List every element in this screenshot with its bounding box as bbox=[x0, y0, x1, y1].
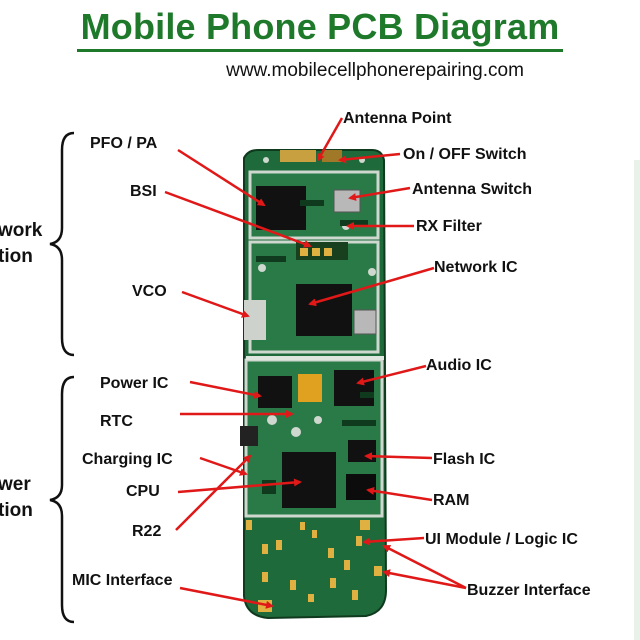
label-power-ic: Power IC bbox=[100, 375, 169, 392]
network-section-bracket bbox=[49, 131, 75, 357]
pointer-arrows bbox=[164, 117, 467, 609]
diagram-title: Mobile Phone PCB Diagram bbox=[76, 6, 564, 52]
antenna-switch-part bbox=[333, 189, 361, 213]
website-url: www.mobilecellphonerepairing.com bbox=[226, 60, 524, 81]
network-section-label-1: work bbox=[0, 220, 43, 241]
label-mic-interface: MIC Interface bbox=[72, 572, 173, 589]
pfo-pa-chip bbox=[256, 186, 306, 230]
label-antenna-point: Antenna Point bbox=[343, 110, 452, 127]
network-section-label-2: tion bbox=[0, 246, 33, 267]
label-ram: RAM bbox=[433, 492, 470, 509]
diagram-title-wrap: Mobile Phone PCB Diagram bbox=[0, 6, 640, 52]
label-pfo-pa: PFO / PA bbox=[90, 135, 158, 152]
label-bsi: BSI bbox=[130, 183, 157, 200]
label-on-off-switch: On / OFF Switch bbox=[403, 146, 527, 163]
label-r22: R22 bbox=[132, 523, 162, 540]
power-section-label-2: tion bbox=[0, 500, 33, 521]
label-rx-filter: RX Filter bbox=[416, 218, 482, 235]
cpu-chip bbox=[282, 452, 336, 508]
label-charging-ic: Charging IC bbox=[82, 451, 173, 468]
power-section-label-1: wer bbox=[0, 474, 31, 495]
audio-ic-chip bbox=[334, 370, 374, 406]
label-ui-module-logic-ic: UI Module / Logic IC bbox=[425, 531, 578, 548]
vco-part bbox=[244, 300, 266, 340]
label-flash-ic: Flash IC bbox=[433, 451, 496, 468]
label-vco: VCO bbox=[132, 283, 167, 300]
label-cpu: CPU bbox=[126, 483, 160, 500]
pcb-board bbox=[240, 149, 388, 620]
network-ic-chip bbox=[296, 284, 352, 336]
flash-ic-chip bbox=[348, 440, 376, 462]
label-audio-ic: Audio IC bbox=[426, 357, 492, 374]
power-ic-chip bbox=[258, 376, 292, 408]
label-network-ic: Network IC bbox=[434, 259, 518, 276]
power-section-bracket bbox=[49, 375, 75, 624]
right-edge-strip bbox=[634, 160, 640, 640]
label-buzzer-interface: Buzzer Interface bbox=[467, 582, 591, 599]
ram-chip bbox=[346, 474, 376, 500]
label-rtc: RTC bbox=[100, 413, 133, 430]
label-antenna-switch: Antenna Switch bbox=[412, 181, 533, 198]
